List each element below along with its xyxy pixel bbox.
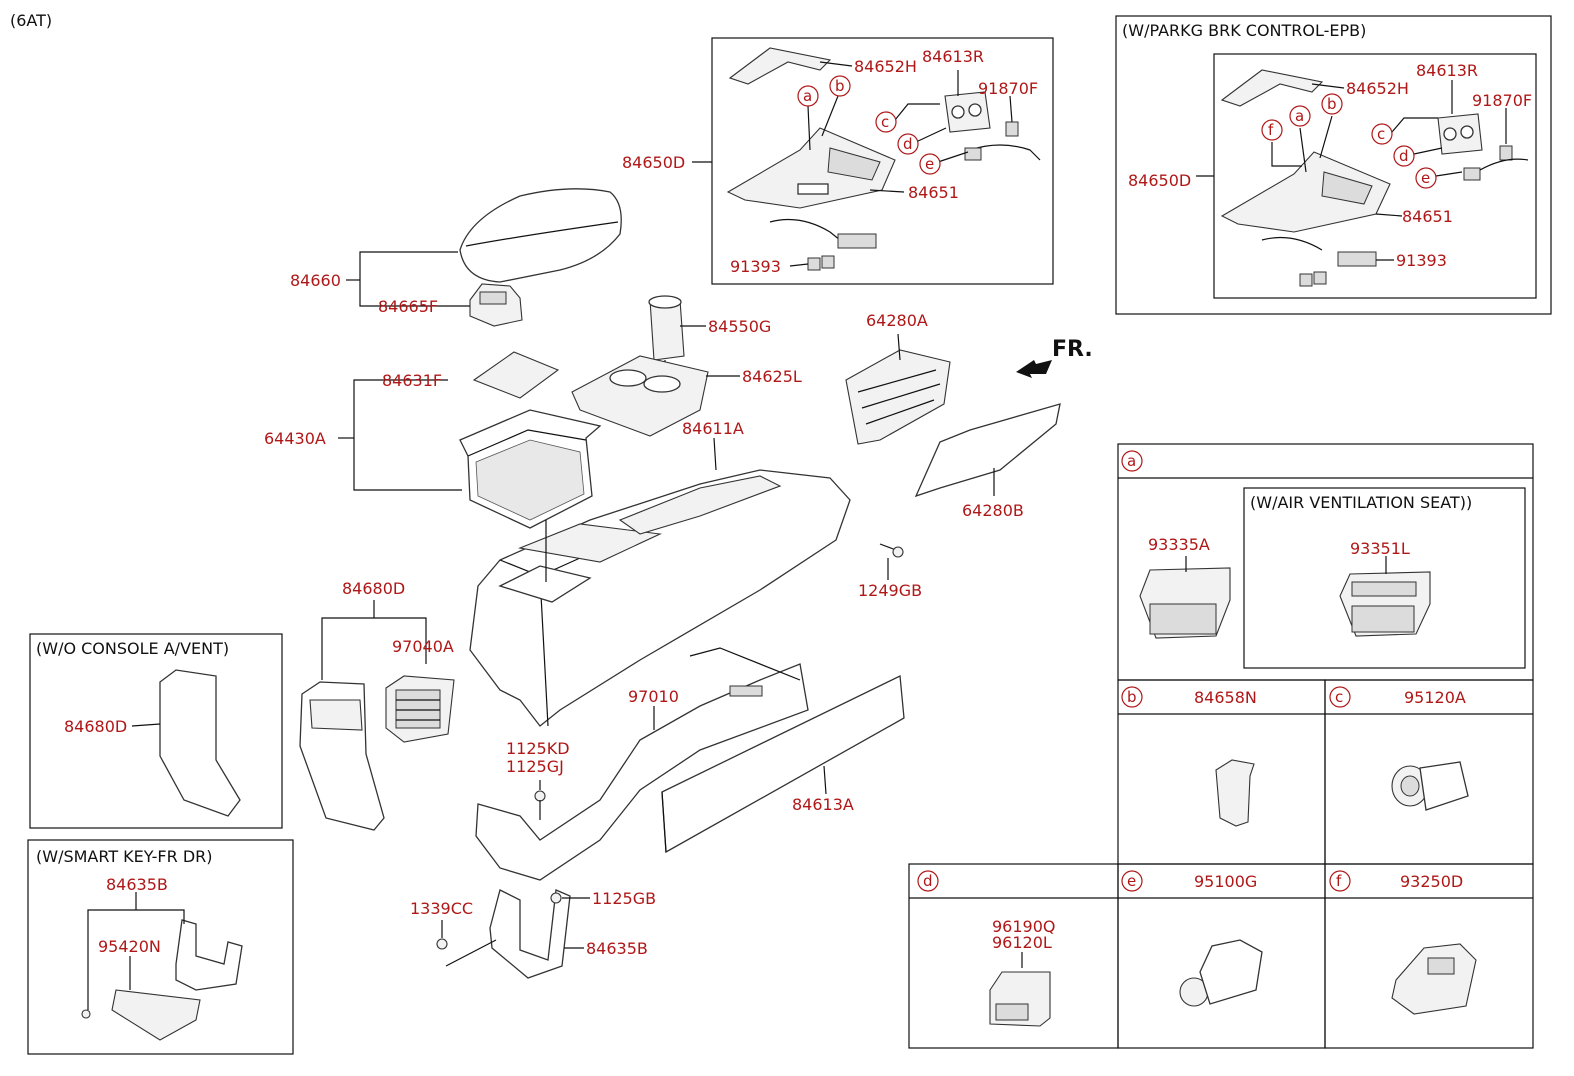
- svg-text:c: c: [1335, 688, 1343, 706]
- svg-text:a: a: [803, 87, 812, 105]
- label-84625L: 84625L: [742, 367, 802, 386]
- bracket-84635B: [489, 889, 571, 979]
- label-84635B: 84635B: [586, 939, 648, 958]
- label-91870F: 91870F: [978, 79, 1038, 98]
- label-95420N: 95420N: [98, 937, 161, 956]
- bezel-part: [728, 47, 832, 85]
- label-95100G: 95100G: [1194, 872, 1257, 891]
- screw-1125GB: [550, 892, 562, 904]
- svg-text:a: a: [1295, 107, 1304, 125]
- label-84660: 84660: [290, 271, 341, 290]
- epb-box: [1115, 15, 1552, 315]
- alt-rear-cover: [159, 669, 241, 817]
- svg-text:f: f: [1268, 121, 1274, 139]
- alt-label-84680D: 84680D: [64, 717, 127, 736]
- label-84611A: 84611A: [682, 419, 744, 438]
- label-84680D: 84680D: [342, 579, 405, 598]
- label-93335A: 93335A: [1148, 535, 1210, 554]
- epb-label-84650D: 84650D: [1128, 171, 1191, 190]
- switch-panel: [944, 91, 991, 133]
- epb-label-84651: 84651: [1402, 207, 1453, 226]
- svg-text:d: d: [1399, 147, 1409, 165]
- svg-text:b: b: [1127, 688, 1137, 706]
- epb-label-91870F: 91870F: [1472, 91, 1532, 110]
- shifter-detail-box: [711, 37, 1054, 285]
- label-95120A: 95120A: [1404, 688, 1466, 707]
- wo-vent-box: [29, 633, 283, 829]
- clip-84658N: [1215, 759, 1255, 827]
- label-1339CC: 1339CC: [410, 899, 473, 918]
- mat-part: [472, 351, 560, 399]
- screw-1249GB: [892, 546, 904, 558]
- epb-label-84652H: 84652H: [1346, 79, 1409, 98]
- smart-key-bracket: [175, 919, 243, 991]
- front-arrow-icon: [1016, 360, 1052, 378]
- svg-text:b: b: [835, 77, 845, 95]
- label-1125KD: 1125KD: [506, 739, 570, 758]
- label-84652H: 84652H: [854, 57, 917, 76]
- label-84550G: 84550G: [708, 317, 771, 336]
- wo-vent-title: (W/O CONSOLE A/VENT): [36, 639, 229, 658]
- epb-label-91393: 91393: [1396, 251, 1447, 270]
- air-vent-seat-title: (W/AIR VENTILATION SEAT)): [1250, 493, 1472, 512]
- sk-label-84635B: 84635B: [106, 875, 168, 894]
- variant-label: (6AT): [10, 11, 52, 30]
- svg-text:c: c: [881, 113, 889, 131]
- label-84665F: 84665F: [378, 297, 438, 316]
- detail-f-box: [1324, 863, 1534, 1049]
- svg-text:c: c: [1377, 125, 1385, 143]
- label-84613R: 84613R: [922, 47, 984, 66]
- label-97010: 97010: [628, 687, 679, 706]
- epb-title: (W/PARKG BRK CONTROL-EPB): [1122, 21, 1366, 40]
- armrest-lid: [459, 188, 622, 283]
- label-93351L: 93351L: [1350, 539, 1410, 558]
- svg-text:b: b: [1327, 95, 1337, 113]
- label-84651: 84651: [908, 183, 959, 202]
- epb-label-84613R: 84613R: [1416, 61, 1478, 80]
- housing-part: [726, 127, 896, 209]
- screw-1125KD: [534, 790, 546, 802]
- side-panel-right: [914, 403, 1061, 498]
- label-64280A: 64280A: [866, 311, 928, 330]
- label-93250D: 93250D: [1400, 872, 1463, 891]
- nut-1339CC: [436, 938, 448, 950]
- label-1125GJ: 1125GJ: [506, 757, 564, 776]
- label-64430A: 64430A: [264, 429, 326, 448]
- cup-tray: [571, 355, 709, 437]
- svg-text:d: d: [903, 135, 913, 153]
- hinge-part: [469, 283, 523, 327]
- svg-text:e: e: [1421, 169, 1430, 187]
- label-84613A: 84613A: [792, 795, 854, 814]
- label-91393: 91393: [730, 257, 781, 276]
- svg-text:e: e: [1127, 872, 1136, 890]
- cup-insert: [649, 299, 685, 361]
- label-1125GB: 1125GB: [592, 889, 656, 908]
- smart-key-title: (W/SMART KEY-FR DR): [36, 847, 213, 866]
- label-84658N: 84658N: [1194, 688, 1257, 707]
- rear-duct: [475, 663, 809, 881]
- label-84631F: 84631F: [382, 371, 442, 390]
- svg-text:d: d: [923, 872, 933, 890]
- label-96190Q: 96190Q: [992, 917, 1056, 936]
- label-1249GB: 1249GB: [858, 581, 922, 600]
- svg-text:f: f: [1336, 872, 1342, 890]
- switch-93250D: [1391, 943, 1477, 1015]
- front-label: FR.: [1052, 337, 1093, 362]
- label-96120L: 96120L: [992, 933, 1052, 952]
- smart-key-box: [27, 839, 294, 1055]
- svg-text:e: e: [925, 155, 934, 173]
- svg-text:a: a: [1127, 452, 1136, 470]
- label-97040A: 97040A: [392, 637, 454, 656]
- label-84650D: 84650D: [622, 153, 685, 172]
- label-64280B: 64280B: [962, 501, 1024, 520]
- detail-a-box: [1117, 443, 1534, 681]
- air-vent-seat-box: [1243, 487, 1526, 669]
